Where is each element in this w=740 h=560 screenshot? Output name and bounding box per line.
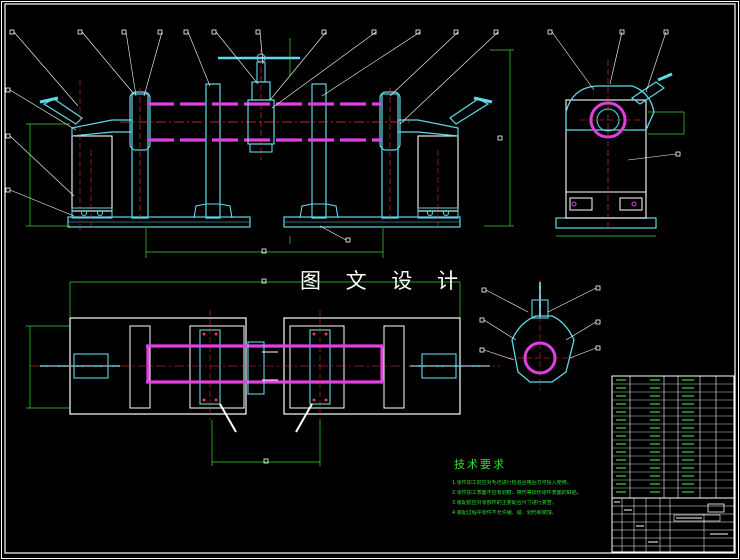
requirement-note-3: 3.装配前应对零部件的主要配合尺寸进行复查。 — [452, 500, 557, 506]
technical-requirements-title: 技术要求 — [454, 458, 506, 471]
title-block-grid — [612, 498, 734, 552]
watermark-text: 图 文 设 计 — [300, 269, 468, 293]
parts-list-rows — [612, 383, 734, 489]
detail-view — [479, 280, 601, 390]
requirement-note-4: 4.装配过程中零件不允许磕、碰、划伤和锈蚀。 — [452, 510, 557, 516]
front-view — [5, 29, 514, 258]
title-block-text — [614, 501, 728, 543]
top-view — [26, 278, 500, 466]
requirement-note-1: 1.零件加工前应对毛坯进行检验合格后方可投入使用。 — [452, 480, 572, 486]
parts-list-text — [616, 379, 694, 493]
inner-frame — [4, 3, 736, 554]
side-view — [547, 29, 685, 237]
requirement-note-2: 2.零件加工表面不应有划痕、擦伤等损伤零件表面的缺陷。 — [452, 490, 582, 496]
